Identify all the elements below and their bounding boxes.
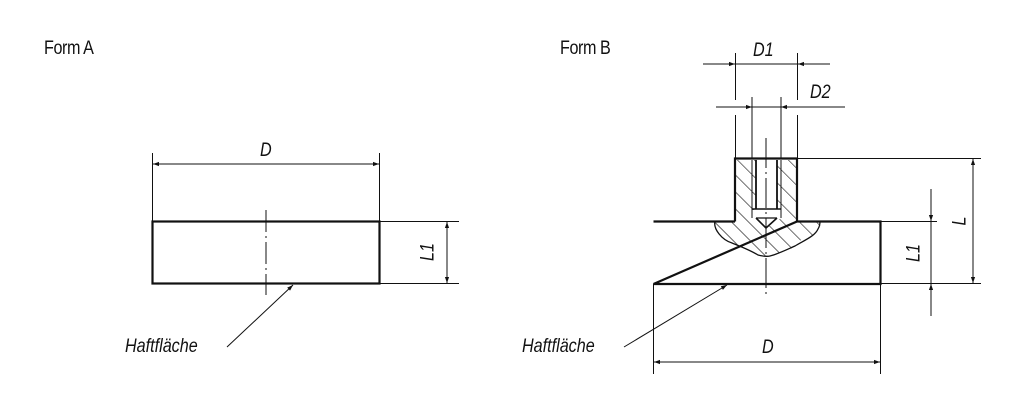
form-a-title: Form A: [44, 38, 94, 59]
form-a-dim-d-label: D: [260, 140, 272, 161]
form-a-leader-arrow: [226, 284, 294, 348]
form-b-dim-l1-label: L1: [903, 244, 925, 262]
form-b-dim-d1-label: D1: [753, 40, 774, 61]
form-b-dim-d2-label: D2: [810, 82, 831, 103]
form-b-dim-l-label: L: [949, 216, 971, 226]
form-b-break-line: [714, 220, 821, 258]
form-b-drawing: [623, 53, 981, 374]
form-b-annotation: Haftfläche: [522, 336, 595, 357]
form-b-dim-d-label: D: [762, 337, 774, 358]
form-b-leader-arrow: [623, 284, 728, 348]
form-a-drawing: [151, 153, 459, 348]
form-a-dim-l1-label: L1: [417, 243, 439, 261]
form-b-title: Form B: [560, 38, 611, 59]
form-a-annotation: Haftfläche: [125, 336, 198, 357]
